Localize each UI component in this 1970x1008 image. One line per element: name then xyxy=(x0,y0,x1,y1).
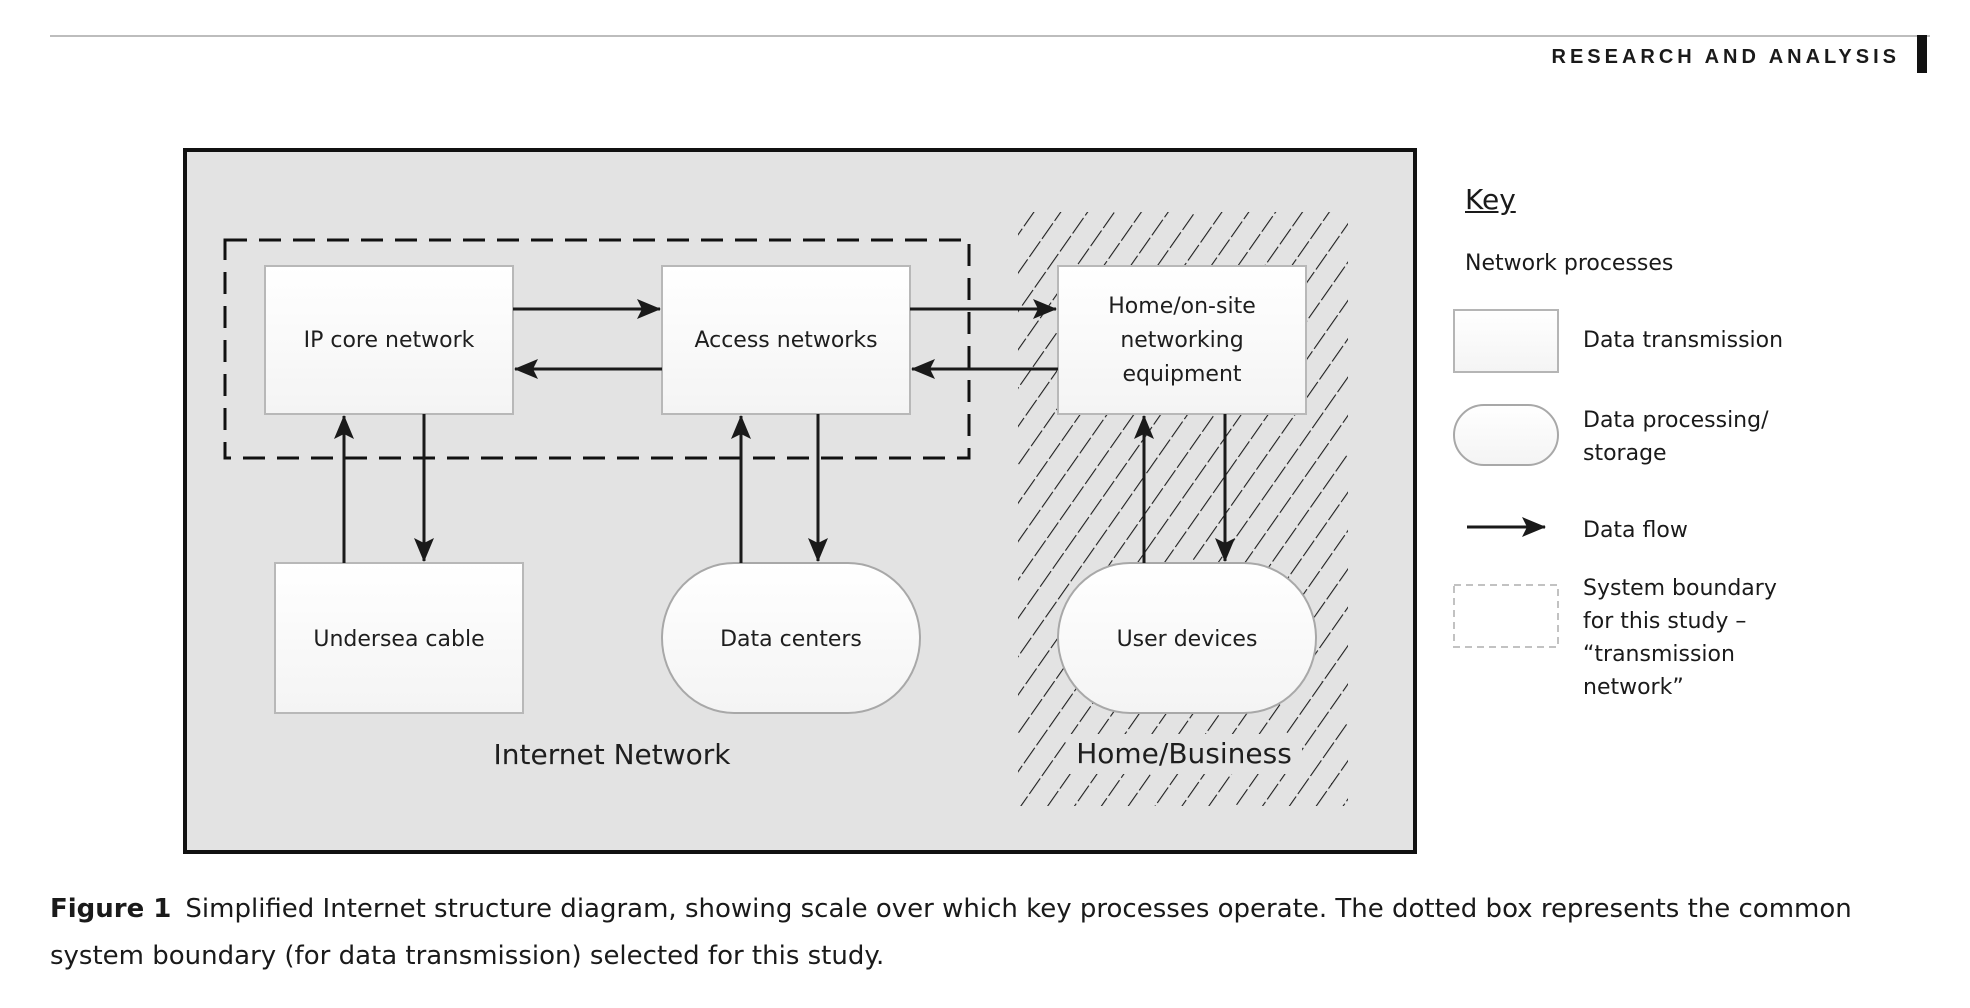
key-label-data-flow: Data flow xyxy=(1583,518,1688,543)
key-label-data-transmission: Data transmission xyxy=(1583,328,1784,353)
key-label-system-boundary: System boundary for this study – “transm… xyxy=(1583,576,1777,700)
label-internet-network: Internet Network xyxy=(494,738,732,771)
section-label: RESEARCH AND ANALYSIS xyxy=(1551,46,1900,68)
node-user-devices xyxy=(1057,562,1317,714)
label-access-networks: Access networks xyxy=(694,328,877,353)
key-symbol-rectangle xyxy=(1453,309,1559,373)
node-ip-core-network xyxy=(264,265,514,415)
label-home-line-2: networking xyxy=(1120,328,1243,353)
label-ip-core-network: IP core network xyxy=(304,328,475,353)
label-home-line-3: equipment xyxy=(1122,362,1241,387)
figure-label: Figure 1 xyxy=(50,894,172,924)
section-marker-bar xyxy=(1917,35,1927,73)
key-title: Key xyxy=(1465,183,1516,216)
label-undersea-cable: Undersea cable xyxy=(313,627,484,652)
label-user-devices: User devices xyxy=(1117,627,1258,652)
key-label-data-processing: Data processing/ storage xyxy=(1583,408,1769,466)
system-boundary xyxy=(223,238,971,460)
label-home-business: Home/Business xyxy=(1076,737,1292,770)
label-data-centers: Data centers xyxy=(720,627,862,652)
node-data-centers xyxy=(661,562,921,714)
key-subtitle: Network processes xyxy=(1465,251,1674,276)
node-home-networking-equipment xyxy=(1057,265,1307,415)
key-symbol-dashed-rect xyxy=(1453,584,1559,648)
header-rule xyxy=(50,35,1930,37)
internet-structure-diagram: IP core network Access networks Home/on-… xyxy=(183,148,1559,854)
node-undersea-cable xyxy=(274,562,524,714)
node-access-networks xyxy=(661,265,911,415)
home-label-backdrop xyxy=(1066,734,1302,774)
label-home-line-1: Home/on-site xyxy=(1108,294,1255,319)
key-symbol-pill xyxy=(1453,404,1559,466)
caption-text: Simplified Internet structure diagram, s… xyxy=(50,894,1852,971)
